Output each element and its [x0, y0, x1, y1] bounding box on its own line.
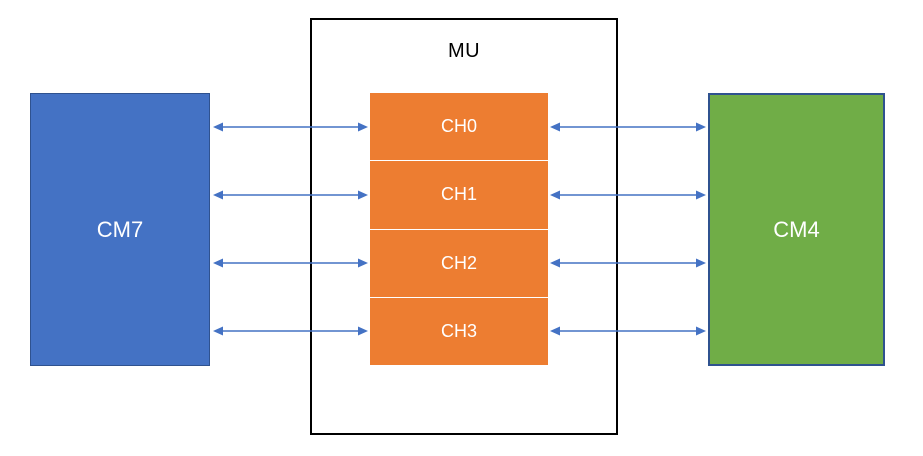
- cm4-label: CM4: [773, 216, 820, 242]
- mu-label: MU: [447, 40, 481, 62]
- channel-label: CH1: [440, 184, 477, 205]
- cm7-block: CM7: [30, 93, 210, 366]
- cm7-label: CM7: [96, 216, 144, 242]
- channel-label: CH2: [440, 252, 477, 273]
- channel-label: CH3: [440, 320, 477, 341]
- channel-ch2: CH2: [370, 228, 548, 297]
- channel-label: CH0: [440, 116, 477, 137]
- channel-ch0: CH0: [370, 93, 548, 161]
- channel-ch3: CH3: [370, 296, 548, 365]
- cm4-block: CM4: [708, 93, 885, 366]
- channel-ch1: CH1: [370, 160, 548, 229]
